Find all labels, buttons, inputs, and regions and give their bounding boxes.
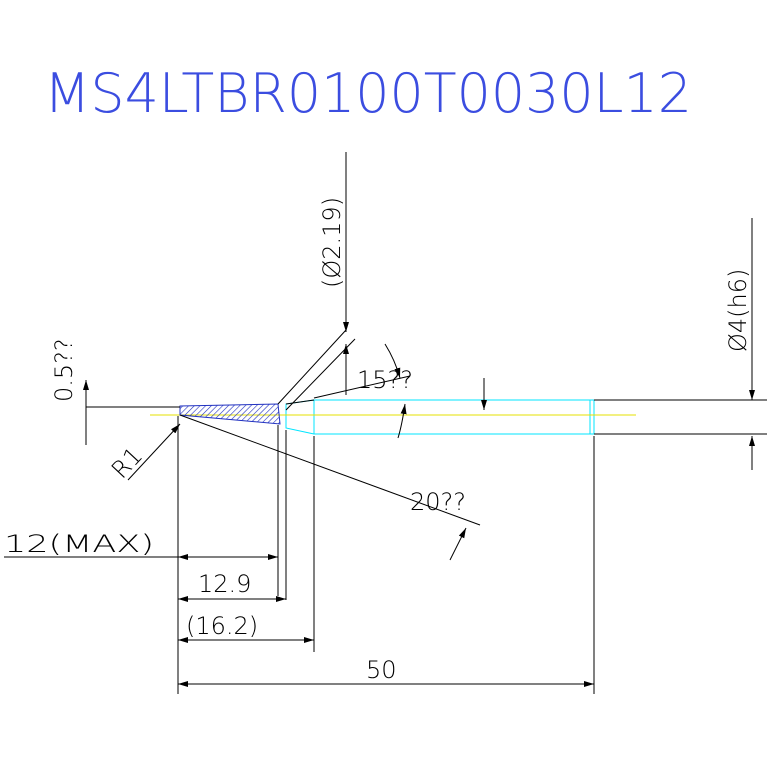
dim-dia-shank-label: Ø4(h6) bbox=[724, 269, 752, 352]
dim-129-label: 12.9 bbox=[198, 570, 251, 598]
neck-taper bbox=[277, 329, 356, 411]
dim-max-label: 12(MAX) bbox=[4, 530, 154, 558]
part-number-title: MS4LTBR0100T0030L12 bbox=[44, 62, 692, 125]
angle15-arc-lower bbox=[397, 403, 407, 439]
dim-dia-neck-label: (Ø2.19) bbox=[318, 197, 346, 288]
cutting-edge-hatch bbox=[179, 403, 281, 425]
dim-angle20-label: 20?? bbox=[410, 488, 466, 516]
extension-lines bbox=[177, 416, 595, 694]
angle20-line bbox=[179, 414, 481, 526]
angle15-line bbox=[313, 375, 411, 399]
tool-shank bbox=[285, 399, 595, 435]
dim-radius-label: R1 bbox=[106, 442, 148, 484]
dim-angle15-label: 15?? bbox=[357, 366, 413, 394]
angle20-arrow bbox=[449, 527, 467, 561]
dim-50-label: 50 bbox=[366, 656, 397, 684]
angle15-arc-upper bbox=[384, 343, 401, 379]
dim-162-label: (16.2) bbox=[186, 612, 258, 640]
shank-outline bbox=[594, 399, 767, 435]
dim-chamfer-label: 0.5?? bbox=[50, 338, 78, 402]
radius-leader bbox=[127, 423, 181, 481]
